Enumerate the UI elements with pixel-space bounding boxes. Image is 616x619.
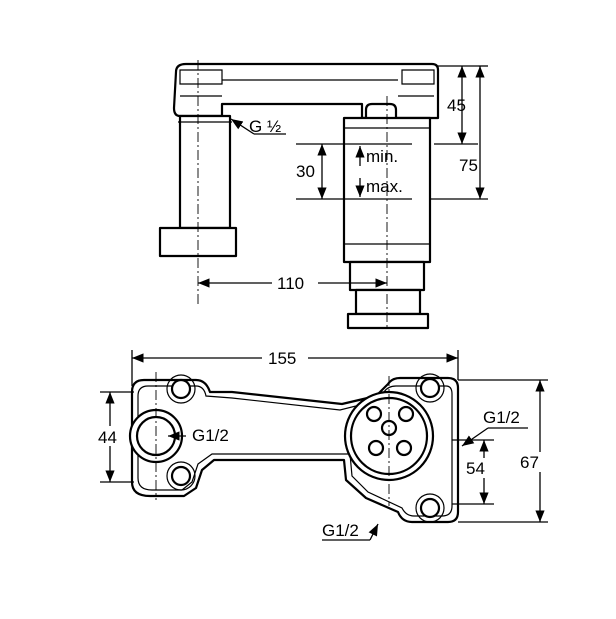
dim-155: 155 (131, 349, 459, 386)
spout-arm (172, 62, 440, 120)
thread-label: G ½ (249, 117, 281, 136)
thread-label-right: G1/2 (483, 408, 520, 427)
min-label: min. (366, 147, 398, 166)
thread-label-left: G1/2 (192, 426, 229, 445)
thread-callout-top (230, 118, 286, 135)
side-view: G ½ 45 75 30 min. max. (158, 60, 488, 330)
max-label: max. (366, 177, 403, 196)
thread-callout-bottom: G1/2 (322, 521, 379, 541)
dim-110-label: 110 (277, 274, 304, 293)
dim-54-label: 54 (466, 459, 485, 478)
thread-callout-left: G1/2 (168, 426, 229, 445)
dim-67: 67 (458, 379, 548, 523)
top-view: 155 44 G1/2 G1/2 54 (96, 349, 548, 541)
left-cylinder (158, 114, 238, 258)
dim-75-label: 75 (459, 156, 478, 175)
dim-75: 75 (430, 65, 488, 200)
dim-30-label: 30 (296, 162, 315, 181)
mounting-holes (166, 373, 445, 523)
dim-45-label: 45 (447, 96, 466, 115)
dim-110: 110 (198, 274, 387, 293)
thread-label-bottom: G1/2 (322, 521, 359, 540)
dim-54: 54 (452, 439, 494, 505)
dim-45: 45 (434, 65, 478, 145)
dim-30: 30 min. max. (296, 143, 412, 200)
dim-44-label: 44 (98, 428, 117, 447)
thread-callout-right: G1/2 (461, 408, 528, 447)
dim-44: 44 (96, 391, 134, 483)
dim-155-label: 155 (268, 349, 296, 368)
dim-67-label: 67 (520, 453, 539, 472)
